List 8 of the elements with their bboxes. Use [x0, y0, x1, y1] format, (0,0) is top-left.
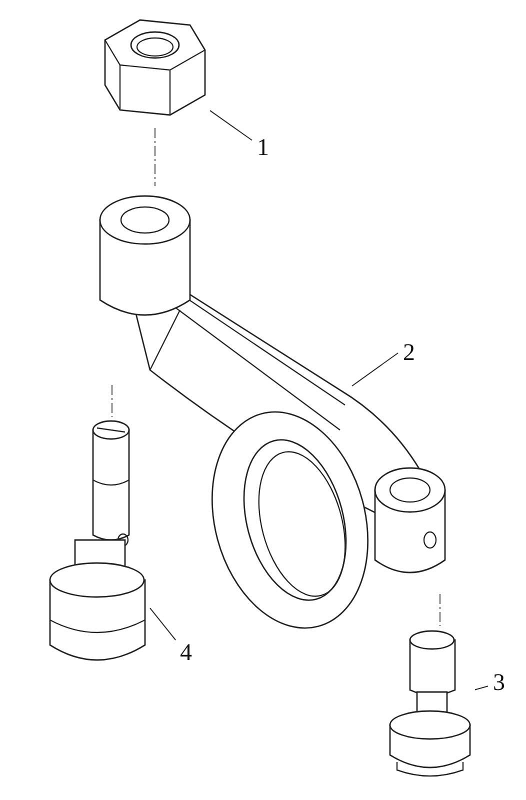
callout-number: 4	[175, 640, 197, 666]
callout-number: 1	[252, 135, 274, 161]
leader-line	[352, 352, 398, 386]
leader-line	[210, 110, 252, 141]
leader-line	[150, 608, 176, 640]
callout-number: 2	[398, 340, 420, 366]
callout-number: 3	[488, 670, 510, 696]
leader-line	[474, 686, 488, 690]
